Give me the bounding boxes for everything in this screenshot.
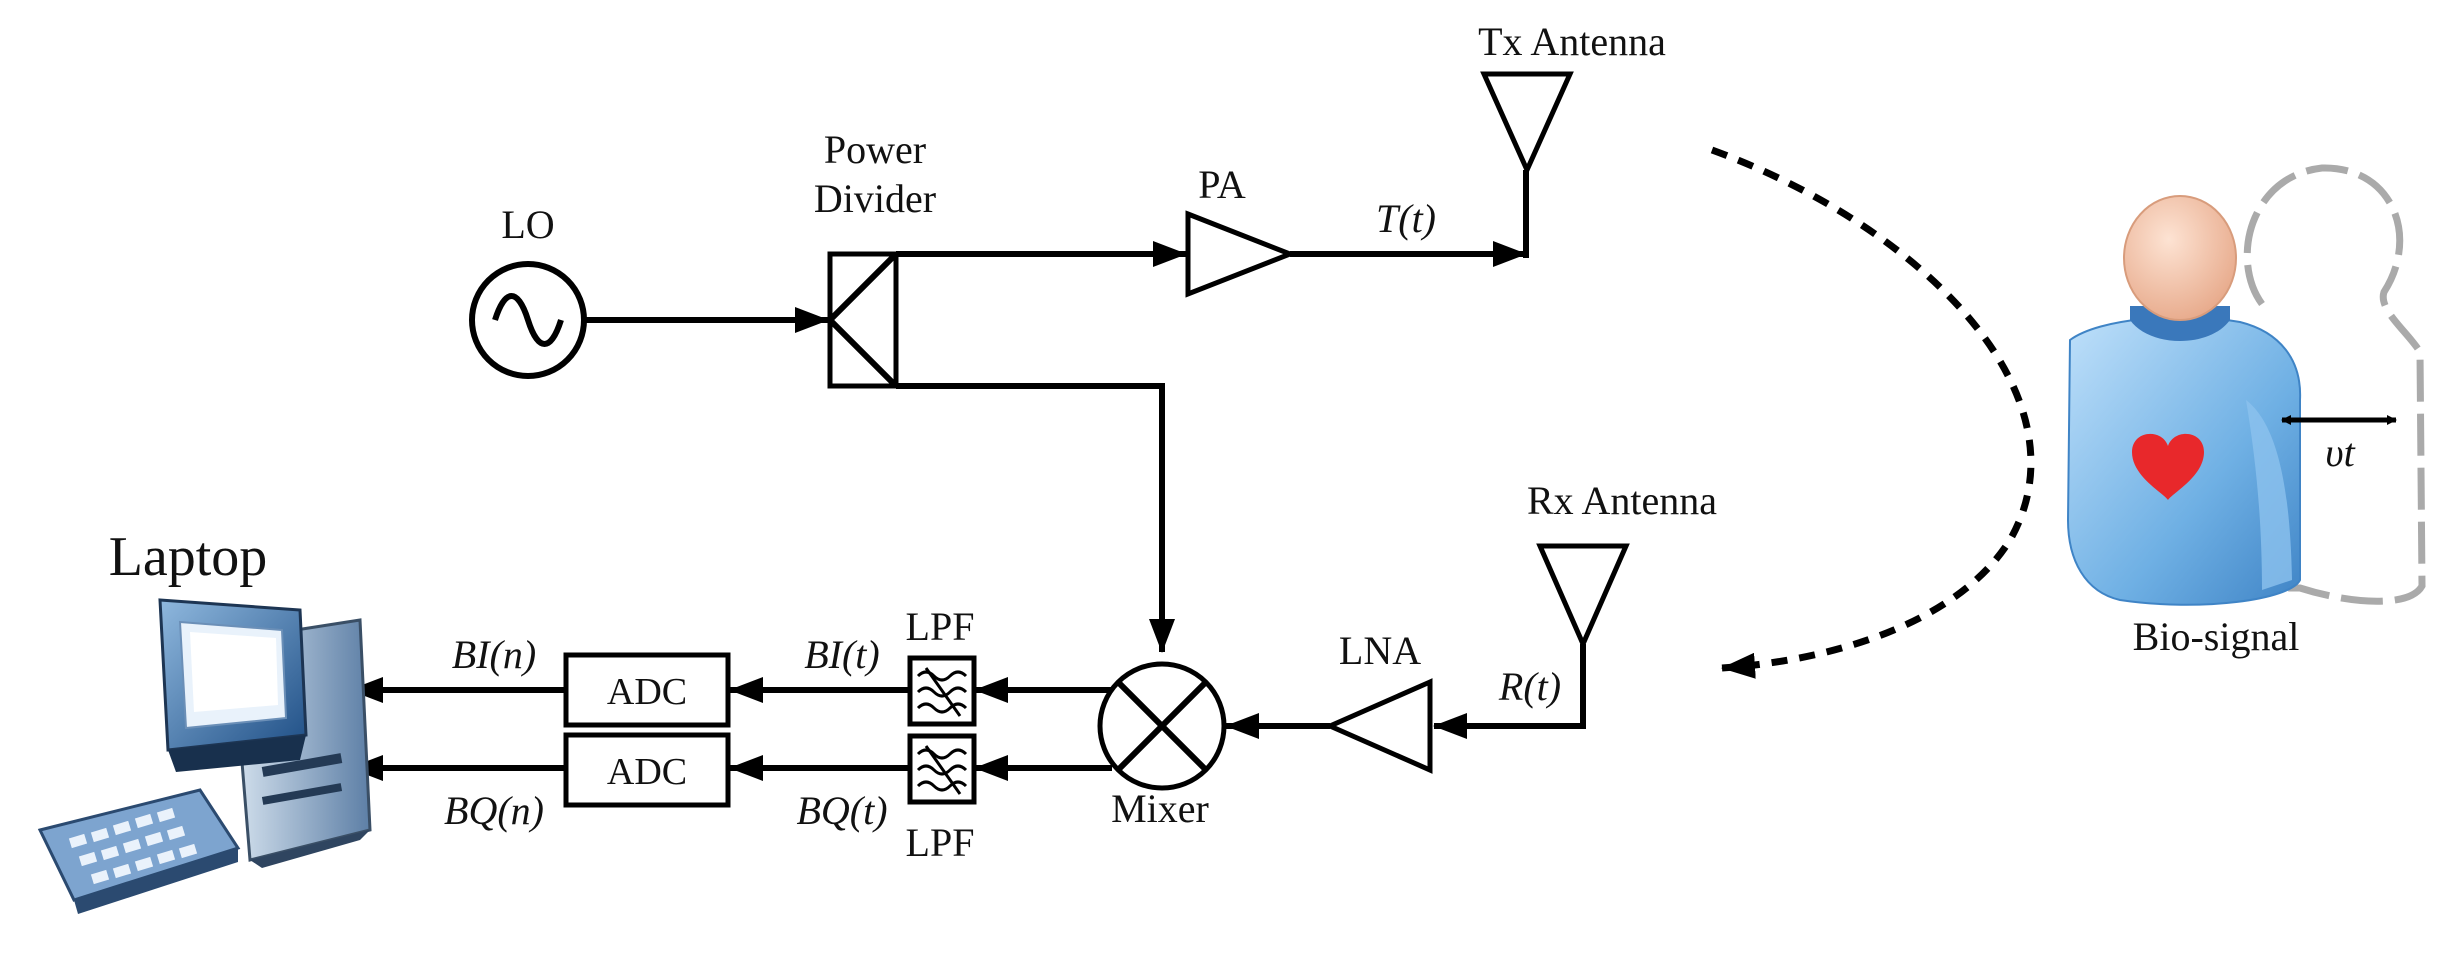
lna-amplifier [1323,678,1433,774]
rx-antenna-label: Rx Antenna [1527,478,1717,523]
power-divider [827,251,899,389]
mixer-label: Mixer [1111,786,1209,831]
pa-label: PA [1198,162,1246,207]
pa-amplifier [1185,210,1297,298]
lpf-i-label: LPF [906,604,975,649]
bi-n-label: BI(n) [452,632,536,677]
tx-signal-label: T(t) [1376,196,1436,241]
lo-oscillator [469,261,587,379]
tx-antenna [1480,71,1574,177]
lpf-filter-q [907,733,977,805]
power-divider-label-line2: Divider [814,176,936,221]
mixer [1097,661,1227,791]
heart-icon [2132,433,2204,500]
bq-n-label: BQ(n) [444,788,544,833]
lo-label: LO [501,202,554,247]
lna-label: LNA [1339,628,1421,673]
adc-i-label: ADC [607,671,687,713]
laptop-label: Laptop [109,526,268,588]
bq-t-label: BQ(t) [796,788,887,833]
adc-q-label: ADC [607,751,687,793]
adc-block-i [563,652,731,728]
tx-antenna-label: Tx Antenna [1478,19,1666,64]
displacement-label: υt [2325,430,2355,475]
human-figure [2066,164,2426,606]
rx-signal-label: R(t) [1498,664,1561,709]
computer-icon [37,598,372,914]
bio-signal-label: Bio-signal [2133,614,2300,659]
lpf-filter-i [907,655,977,727]
rx-antenna [1536,543,1630,651]
adc-block-q [563,732,731,808]
wire-divider-to-mixer [896,383,1175,653]
lpf-q-label: LPF [906,820,975,865]
power-divider-label-line1: Power [824,127,926,172]
wire-rx-to-lna [1433,644,1586,739]
bi-t-label: BI(t) [804,632,880,677]
wireless-path-arc [1710,146,2035,679]
